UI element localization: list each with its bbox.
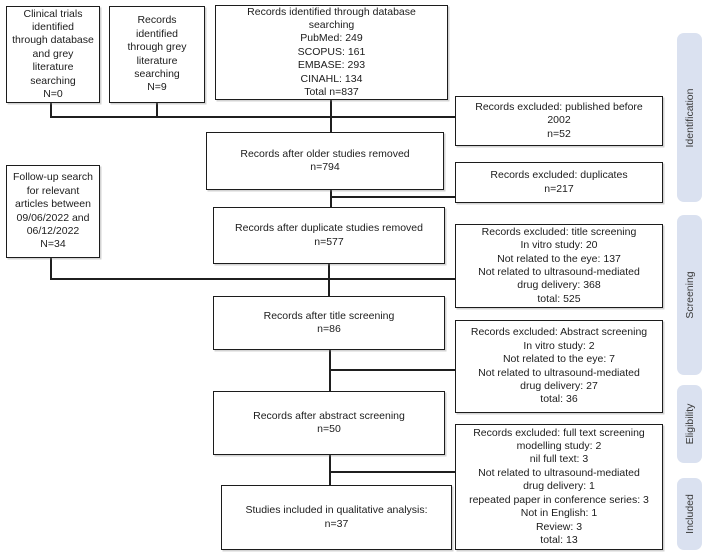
stage-label-eligibility: Eligibility bbox=[677, 385, 702, 463]
box-excluded-fulltext-screening: Records excluded: full text screening mo… bbox=[455, 424, 663, 550]
box-excluded-duplicates: Records excluded: duplicates n=217 bbox=[455, 162, 663, 203]
stage-label-text: Included bbox=[683, 494, 696, 534]
stage-label-text: Eligibility bbox=[683, 403, 696, 445]
box-after-older-removed: Records after older studies removed n=79… bbox=[206, 132, 444, 190]
connector-line bbox=[50, 278, 457, 280]
stage-label-identification: Identification bbox=[677, 33, 702, 202]
stage-label-text: Identification bbox=[683, 88, 696, 147]
connector-line bbox=[329, 369, 457, 371]
box-included-qualitative: Studies included in qualitative analysis… bbox=[221, 485, 452, 550]
box-after-title-screening: Records after title screening n=86 bbox=[213, 296, 445, 350]
box-after-abstract-screening: Records after abstract screening n=50 bbox=[213, 391, 445, 455]
stage-label-screening: Screening bbox=[677, 215, 702, 375]
box-after-duplicates-removed: Records after duplicate studies removed … bbox=[213, 207, 445, 264]
connector-line bbox=[329, 471, 457, 473]
connector-line bbox=[50, 116, 457, 118]
connector-line bbox=[50, 102, 52, 118]
box-grey-literature: Records identified through grey literatu… bbox=[109, 6, 205, 103]
connector-line bbox=[330, 99, 332, 133]
connector-line bbox=[330, 196, 457, 198]
box-database-search: Records identified through database sear… bbox=[215, 5, 448, 100]
connector-line bbox=[50, 257, 52, 280]
connector-line bbox=[328, 263, 330, 297]
stage-label-text: Screening bbox=[683, 271, 696, 319]
connector-line bbox=[156, 102, 158, 118]
connector-line bbox=[329, 454, 331, 486]
connector-line bbox=[330, 189, 332, 208]
box-followup-search: Follow-up search for relevant articles b… bbox=[6, 165, 100, 258]
box-excluded-title-screening: Records excluded: title screening In vit… bbox=[455, 224, 663, 308]
box-clinical-trials: Clinical trials identified through datab… bbox=[6, 6, 100, 103]
box-excluded-before-2002: Records excluded: published before 2002 … bbox=[455, 96, 663, 146]
box-excluded-abstract-screening: Records excluded: Abstract screening In … bbox=[455, 320, 663, 413]
stage-label-included: Included bbox=[677, 478, 702, 550]
